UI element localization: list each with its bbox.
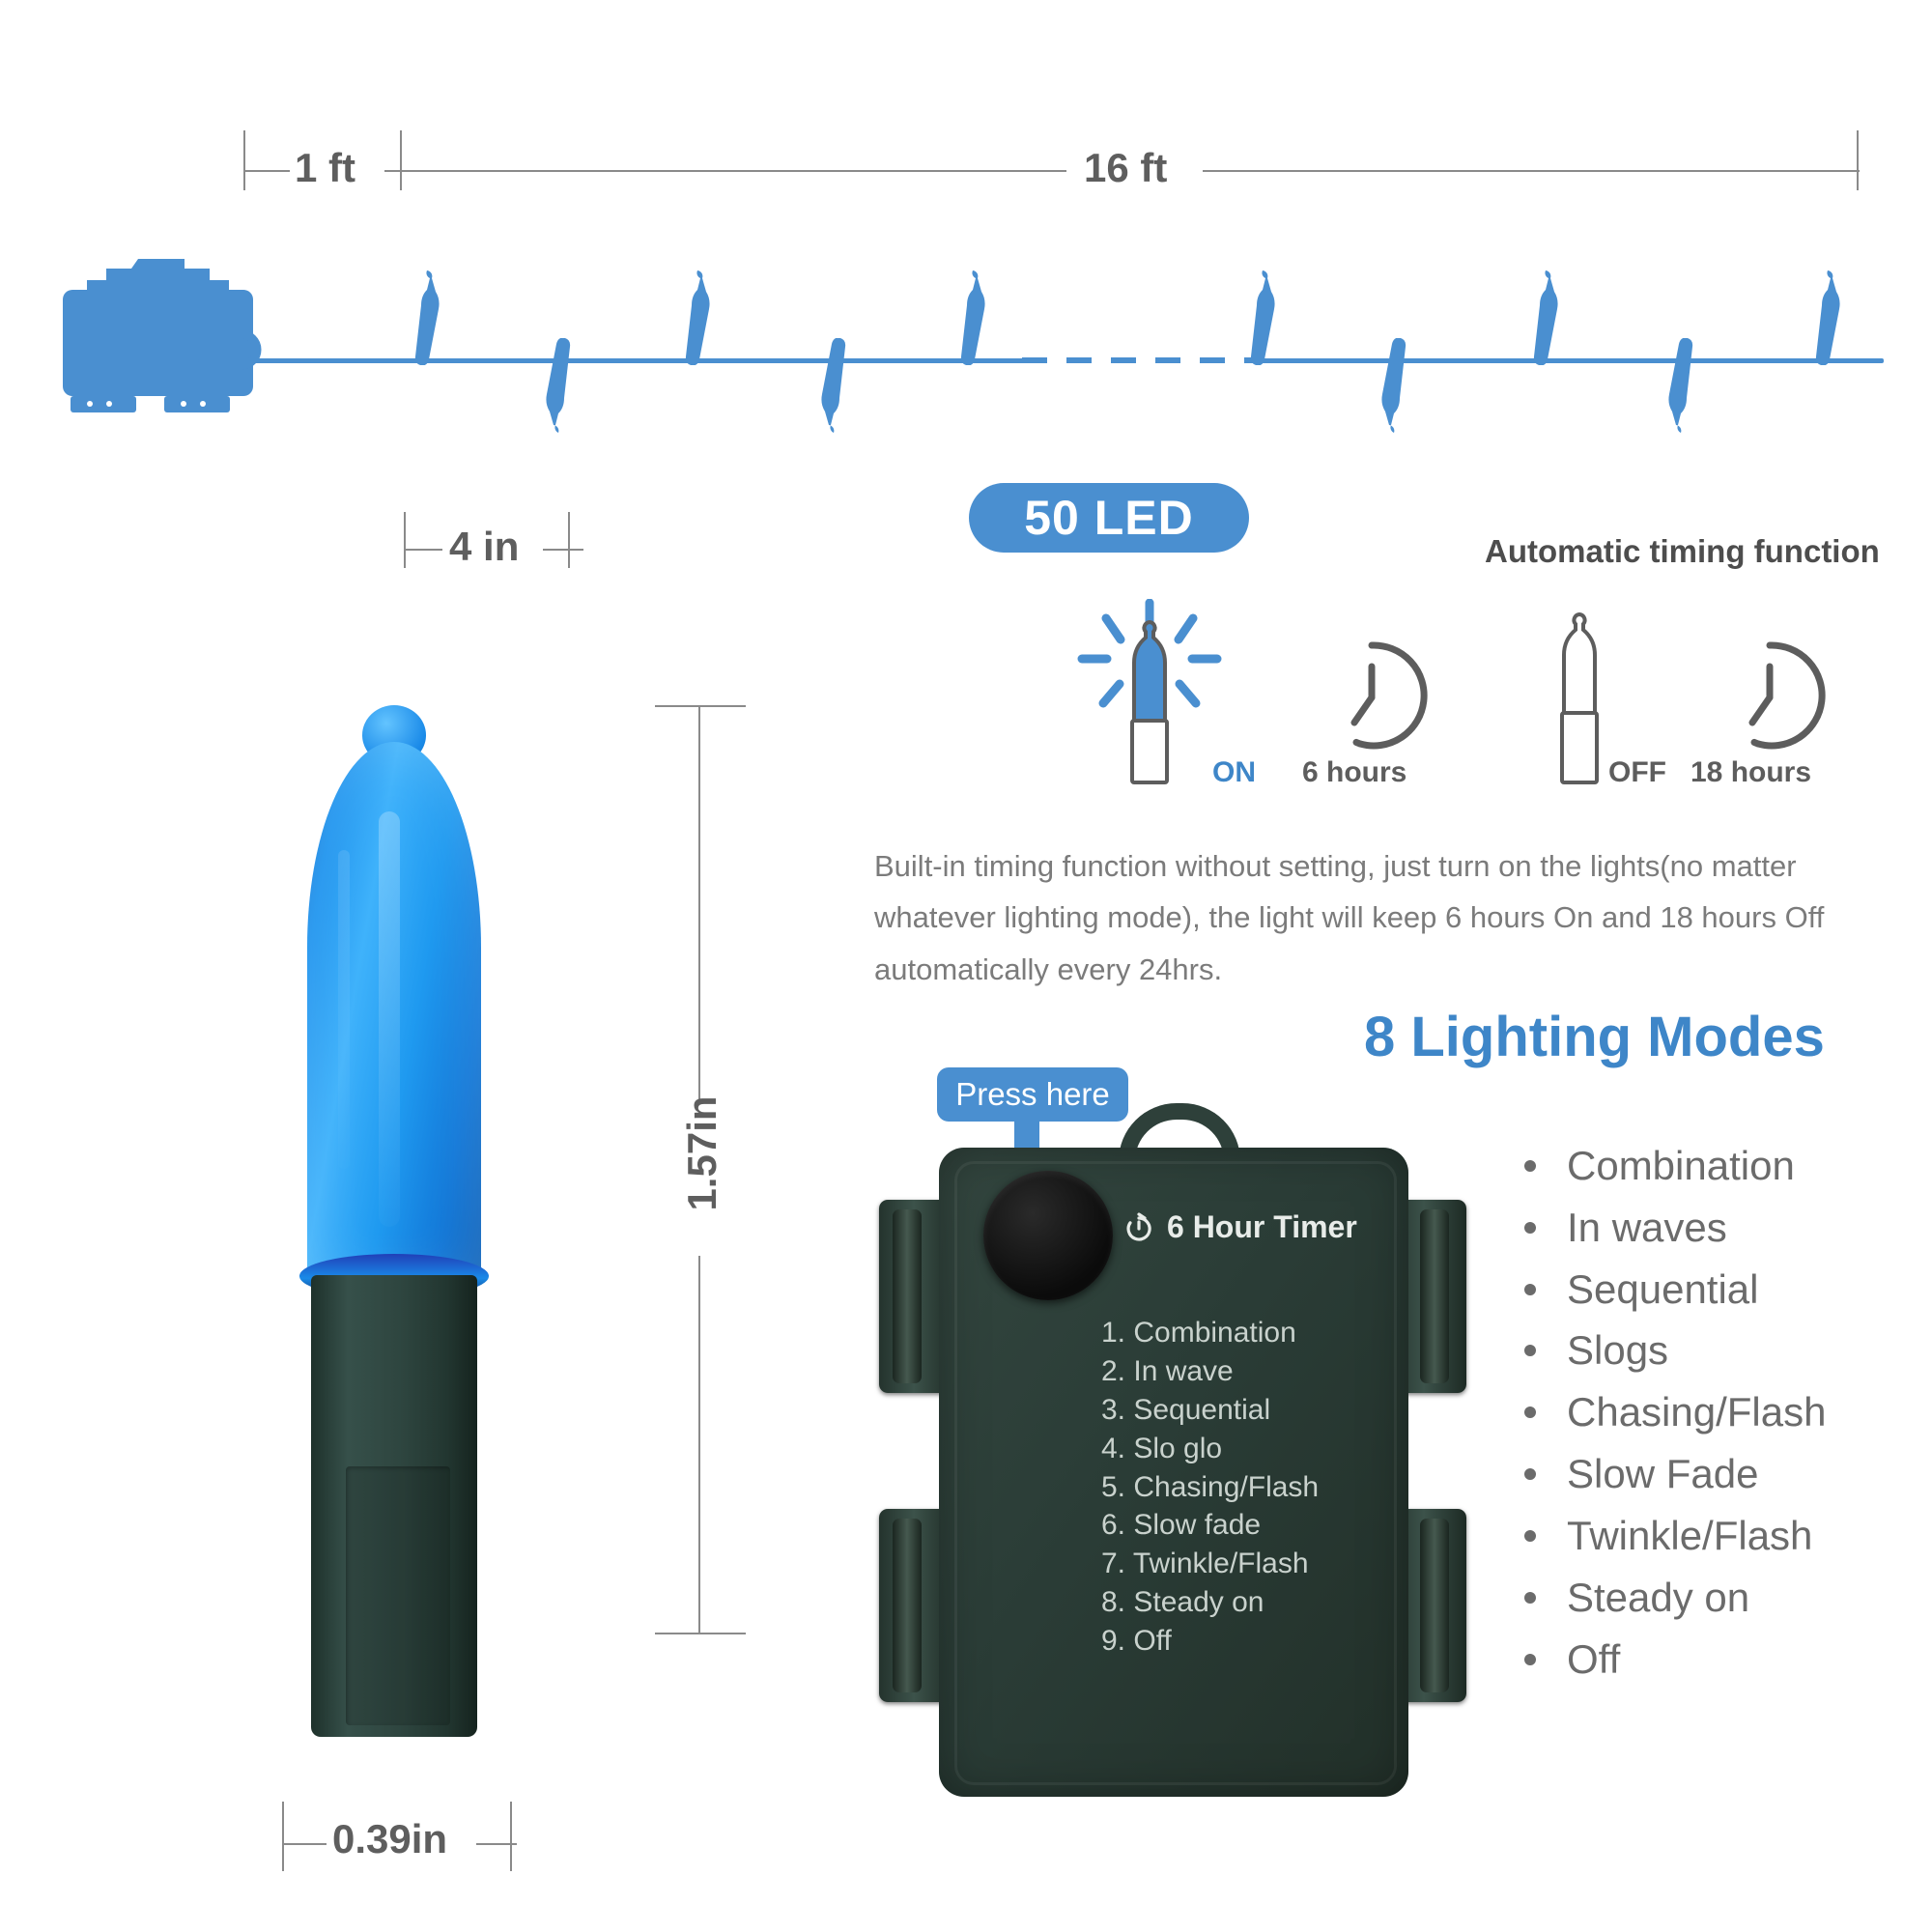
ruler-line-16ft-a	[400, 170, 1066, 172]
bulb-height-dimension: 1.57in	[638, 705, 763, 1777]
label-18-hours: 18 hours	[1690, 756, 1812, 788]
bulb-base	[311, 1275, 477, 1737]
list-item: 7. Twinkle/Flash	[1101, 1548, 1309, 1580]
label-1ft: 1 ft	[295, 145, 355, 190]
ruler-tick-left	[243, 130, 245, 190]
label-1-57in: 1.57in	[679, 1095, 724, 1211]
wire-dashed-middle	[1022, 357, 1254, 363]
timer-label-text: 6 Hour Timer	[1167, 1209, 1357, 1244]
hinge-pin-left-top	[893, 1209, 922, 1383]
list-item: 1. Combination	[1101, 1317, 1296, 1349]
timing-icon-row: ON 6 hours OFF 18 hours	[1024, 599, 1874, 811]
label-off: OFF	[1608, 756, 1666, 788]
ruler-line-1ft-a	[243, 170, 290, 172]
battery-box-mode-list: 1. Combination 2. In wave 3. Sequential …	[1101, 1314, 1319, 1661]
list-item: 9. Off	[1101, 1625, 1172, 1658]
ruler-tick-right	[1857, 130, 1859, 190]
spacing-tick-right	[568, 512, 570, 568]
list-item: 2. In wave	[1101, 1354, 1234, 1387]
width-tick-left	[282, 1802, 284, 1871]
list-item: 5. Chasing/Flash	[1101, 1470, 1320, 1503]
string-bulb-up-3	[960, 270, 985, 365]
spacing-line-b	[543, 549, 583, 551]
string-bulb-down-2	[821, 338, 846, 433]
string-bulb-down-1	[546, 338, 571, 433]
bulb-product-photo	[270, 705, 541, 1758]
list-item: Combination	[1517, 1135, 1826, 1197]
label-16ft: 16 ft	[1084, 145, 1168, 190]
bulb-glass	[307, 742, 481, 1283]
list-item: In waves	[1517, 1197, 1826, 1259]
bulb-base-slot	[346, 1466, 450, 1725]
list-item: Twinkle/Flash	[1517, 1505, 1826, 1567]
width-line-b	[476, 1843, 517, 1845]
led-count-badge: 50 LED	[969, 483, 1249, 553]
hinge-pin-left-bottom	[893, 1519, 922, 1692]
string-bulb-up-2	[685, 270, 710, 365]
width-tick-right	[510, 1802, 512, 1871]
bulb-highlight-secondary	[338, 850, 350, 1169]
timing-description: Built-in timing function without setting…	[874, 849, 1825, 986]
label-6-hours: 6 hours	[1302, 756, 1407, 788]
list-item: 4. Slo glo	[1101, 1432, 1223, 1464]
string-bulb-down-4	[1668, 338, 1693, 433]
battery-box-lid-seam	[954, 1161, 1397, 1785]
height-line-upper	[698, 705, 700, 1099]
bulb-spacing-dimension: 4 in	[0, 502, 676, 589]
list-item: Slogs	[1517, 1320, 1826, 1381]
string-bulb-up-5	[1533, 270, 1558, 365]
string-bulb-up-1	[414, 270, 440, 365]
list-item: 6. Slow fade	[1101, 1509, 1262, 1542]
string-bulb-down-3	[1381, 338, 1406, 433]
height-tick-bottom	[655, 1633, 746, 1634]
list-item: Steady on	[1517, 1567, 1826, 1629]
height-line-lower	[698, 1256, 700, 1634]
bulb-width-dimension: 0.39in	[251, 1777, 580, 1874]
label-4in: 4 in	[449, 524, 520, 569]
string-bulb-up-6	[1815, 270, 1840, 365]
clock-18-hours-icon	[1748, 641, 1826, 750]
bulb-off-icon	[1560, 611, 1599, 784]
list-item: Chasing/Flash	[1517, 1381, 1826, 1443]
battery-pack-icon	[63, 259, 262, 412]
mode-button[interactable]	[983, 1171, 1113, 1300]
list-item: Sequential	[1517, 1259, 1826, 1321]
label-on: ON	[1212, 756, 1256, 788]
spacing-tick-left	[404, 512, 406, 568]
list-item: 8. Steady on	[1101, 1586, 1264, 1619]
label-0-39in: 0.39in	[332, 1816, 448, 1861]
hinge-pin-right-bottom	[1420, 1519, 1449, 1692]
spacing-line-a	[404, 549, 442, 551]
clock-6-hours-icon	[1350, 641, 1428, 750]
wire-right	[1246, 358, 1884, 363]
bulb-on-icon	[1077, 599, 1222, 784]
width-line-a	[282, 1843, 327, 1845]
lighting-modes-heading: 8 Lighting Modes	[1364, 1006, 1825, 1068]
battery-box-photo: 6 Hour Timer 1. Combination 2. In wave 3…	[869, 1103, 1488, 1835]
ruler-tick-mid	[400, 130, 402, 190]
hinge-pin-right-top	[1420, 1209, 1449, 1383]
stopwatch-icon	[1126, 1211, 1151, 1241]
string-light-diagram	[0, 242, 1932, 493]
ruler-line-16ft-b	[1203, 170, 1860, 172]
bulb-highlight	[379, 811, 400, 1227]
top-dimension-ruler: 1 ft 16 ft	[0, 0, 1932, 193]
wire-left	[198, 358, 1024, 363]
list-item: Slow Fade	[1517, 1443, 1826, 1505]
height-tick-top	[655, 705, 746, 707]
automatic-timing-heading: Automatic timing function	[1485, 533, 1880, 569]
string-bulb-up-4	[1250, 270, 1275, 365]
lighting-modes-list: Combination In waves Sequential Slogs Ch…	[1517, 1135, 1826, 1690]
press-here-badge: Press here	[937, 1067, 1128, 1122]
list-item: 3. Sequential	[1101, 1393, 1271, 1426]
timer-label: 6 Hour Timer	[1122, 1209, 1357, 1245]
list-item: Off	[1517, 1629, 1826, 1690]
